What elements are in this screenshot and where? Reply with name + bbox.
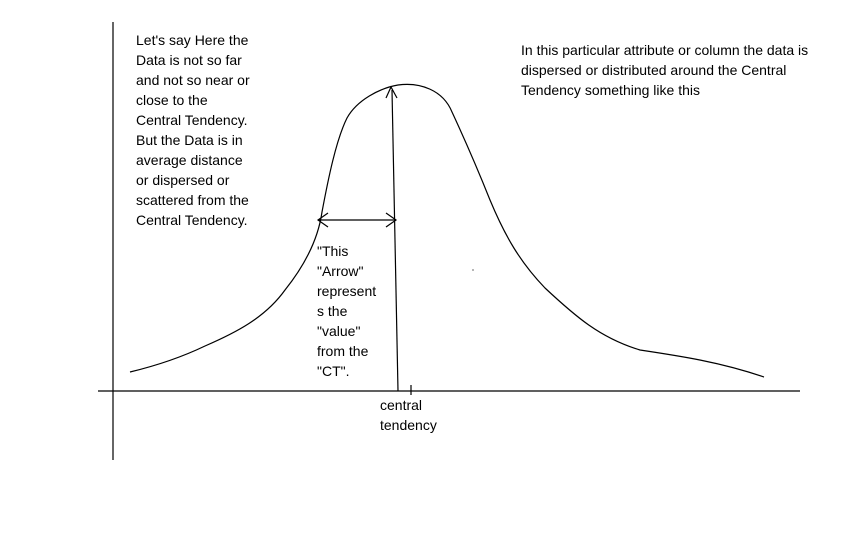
distance-arrow-right-head xyxy=(385,212,398,228)
right-annotation: In this particular attribute or column t… xyxy=(521,42,809,98)
distance-arrow-left-head xyxy=(316,212,329,228)
arrow-annotation: "This "Arrow" represent s the "value" fr… xyxy=(317,243,377,379)
left-annotation: Let's say Here the Data is not so far an… xyxy=(136,32,250,228)
bell-curve xyxy=(129,83,765,378)
central-tendency-line xyxy=(391,89,399,392)
stray-dot xyxy=(472,269,474,271)
peak-arrowhead xyxy=(385,85,398,99)
central-tendency-label: central tendency xyxy=(380,397,437,433)
